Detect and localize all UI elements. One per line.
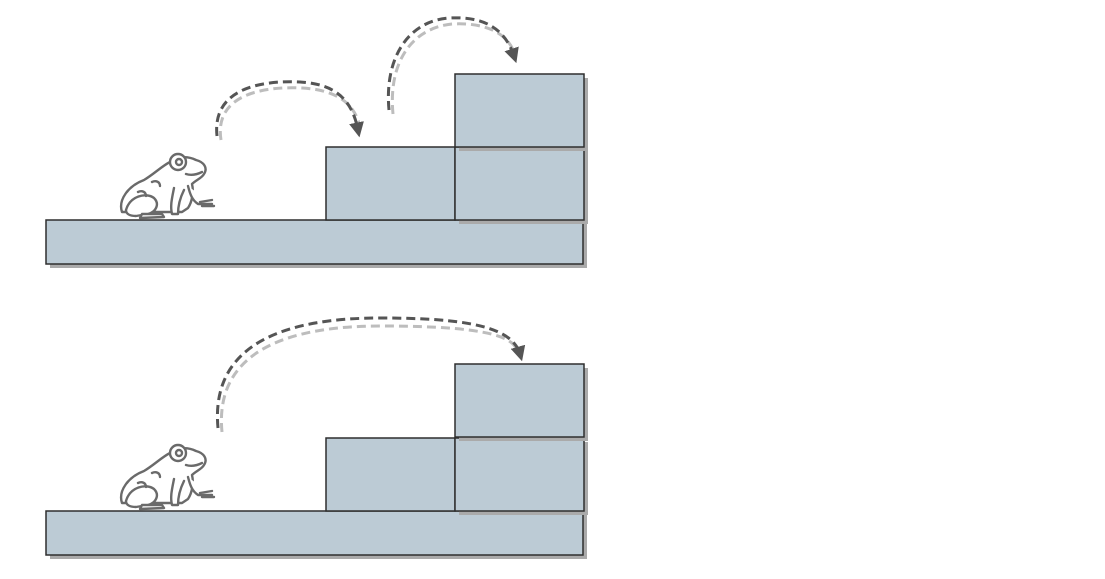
stair-block-mid — [454, 437, 585, 512]
frog-icon — [119, 443, 216, 511]
stair-block-top — [454, 363, 585, 438]
stair-block-low — [325, 146, 456, 221]
stair-block-low — [325, 437, 456, 512]
panel-bottom — [45, 316, 588, 559]
stair-block-top — [454, 73, 585, 148]
ground-slab — [45, 219, 584, 265]
stair-block-mid — [454, 146, 585, 221]
panel-top — [45, 16, 588, 268]
frog-icon — [119, 152, 216, 220]
curved-dashed-arrow-icon — [215, 316, 526, 433]
curved-dashed-arrow-icon — [215, 80, 364, 141]
curved-dashed-arrow-icon — [386, 16, 519, 115]
ground-slab — [45, 510, 584, 556]
